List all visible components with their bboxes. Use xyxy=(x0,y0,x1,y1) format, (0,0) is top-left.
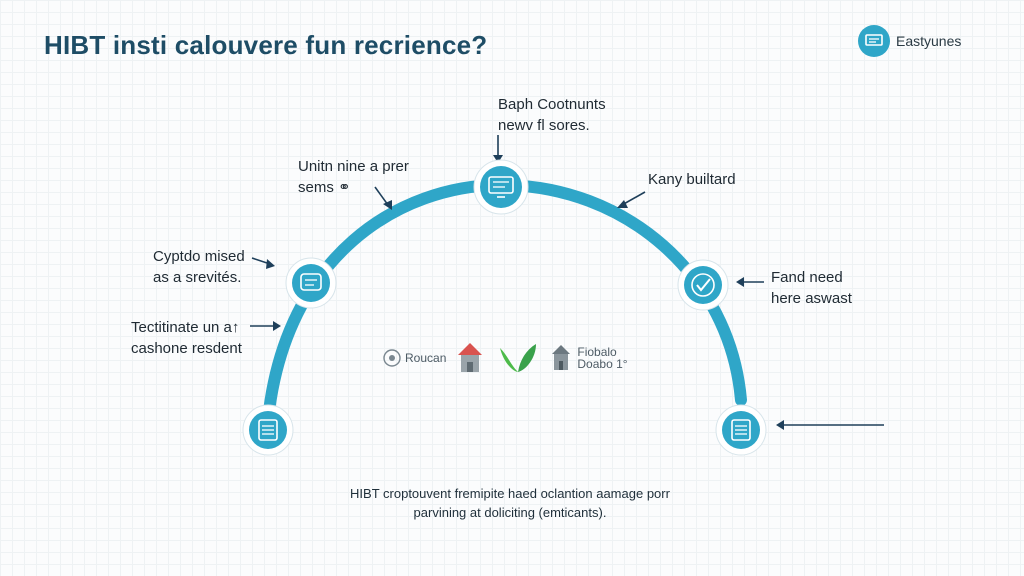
building-icon xyxy=(552,345,571,370)
center-logos: Roucan Fiobalo Doabo 1° xyxy=(382,340,628,376)
screen-icon xyxy=(858,25,890,57)
label-mid-right: Fand need here aswast xyxy=(771,269,852,307)
label-top: Baph Cootnunts newv fl sores. xyxy=(498,96,606,134)
document-icon xyxy=(731,419,751,441)
scroll-icon xyxy=(300,273,322,291)
arrow-upper-left xyxy=(374,186,392,210)
node-bottom-left xyxy=(242,404,294,456)
node-mid-left xyxy=(285,257,337,309)
arrow-upper-right xyxy=(617,191,646,208)
logo-fiobalo: Fiobalo Doabo 1° xyxy=(548,342,628,374)
label-lower-left: Tectitinate un a↑ cashone resdent xyxy=(131,319,242,357)
screen-icon xyxy=(488,176,514,198)
label-upper-right: Kany builtard xyxy=(648,171,736,188)
logo-roucan: Roucan xyxy=(382,348,446,368)
brand-label: Eastyunes xyxy=(896,33,962,49)
arrow-mid-left xyxy=(251,257,275,269)
arrow-top xyxy=(493,135,503,163)
seal-icon xyxy=(383,349,401,367)
arrow-mid-right xyxy=(736,277,764,287)
node-mid-right xyxy=(677,259,729,311)
flow-arc xyxy=(262,178,747,426)
arrow-lower-left xyxy=(250,321,281,331)
leaf-icon xyxy=(500,344,537,372)
house-icon xyxy=(458,343,483,372)
document-icon xyxy=(258,419,278,441)
label-upper-left: Unitn nine a prer sems ⚭ xyxy=(298,158,409,196)
label-mid-left: Cyptdo mised as a srevités. xyxy=(153,248,245,286)
node-top xyxy=(473,159,529,215)
page-title: HIBT insti calouvere fun recrience? xyxy=(44,30,488,60)
check-icon xyxy=(691,273,715,297)
node-bottom-right xyxy=(715,404,767,456)
brand-badge: Eastyunes xyxy=(858,25,961,57)
arrows xyxy=(250,135,884,430)
arrow-lower-right xyxy=(776,420,884,430)
footer-caption: HIBT croptouvent fremipite haed oclantio… xyxy=(350,486,670,520)
